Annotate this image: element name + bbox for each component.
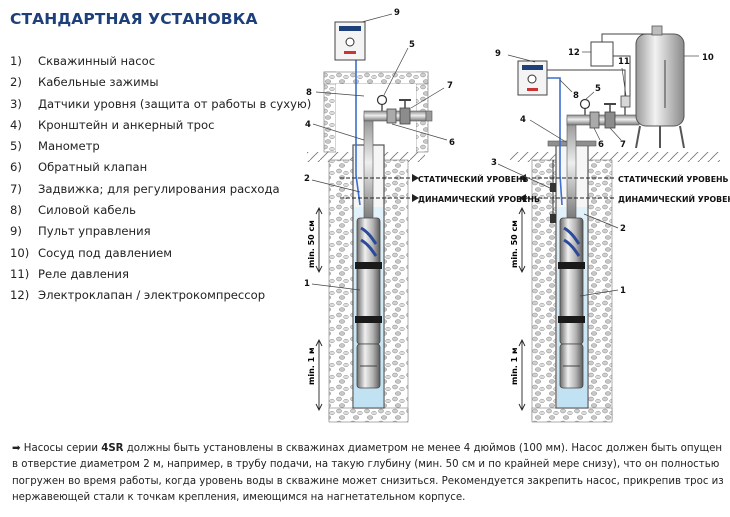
callout-5: 5 bbox=[409, 40, 415, 50]
power-cable bbox=[547, 77, 563, 206]
legend-item: 8)Силовой кабель bbox=[10, 203, 136, 218]
dimension-arrows bbox=[315, 206, 526, 412]
legend-item: 11)Реле давления bbox=[10, 266, 129, 281]
legend-item: 9)Пульт управления bbox=[10, 224, 151, 239]
leader-lines bbox=[311, 13, 699, 297]
arrow-icon: ➡ bbox=[12, 443, 21, 454]
callout-8: 8 bbox=[573, 91, 579, 101]
static-level-label-right: СТАТИЧЕСКИЙ УРОВЕНЬ bbox=[618, 175, 729, 184]
callout-4: 4 bbox=[305, 120, 311, 130]
pressure-switch-icon bbox=[620, 95, 631, 108]
gate-valve-icon bbox=[604, 111, 616, 129]
gravel-wall bbox=[328, 159, 354, 421]
callout-10: 10 bbox=[702, 53, 714, 63]
legend-item: 2)Кабельные зажимы bbox=[10, 75, 159, 90]
pressure-gauge-icon bbox=[579, 98, 591, 110]
riser-pipe bbox=[363, 114, 374, 221]
left-well bbox=[307, 21, 433, 423]
callout-4: 4 bbox=[520, 115, 526, 125]
legend-item: 10)Сосуд под давлением bbox=[10, 245, 172, 260]
gate-valve-icon bbox=[399, 107, 411, 125]
callout-7: 7 bbox=[620, 140, 626, 150]
callout-8: 8 bbox=[306, 88, 312, 98]
dynamic-level-label-left: ДИНАМИЧЕСКИЙ УРОВЕНЬ bbox=[418, 195, 540, 204]
level-sensor-icon bbox=[550, 214, 556, 223]
legend-item: 4)Кронштейн и анкерный трос bbox=[10, 117, 215, 132]
submersible-pump bbox=[559, 217, 584, 345]
page-title: СТАНДАРТНАЯ УСТАНОВКА bbox=[10, 10, 258, 28]
legend-item: 3)Датчики уровня (защита от работы в сух… bbox=[10, 96, 312, 111]
callout-6: 6 bbox=[598, 140, 604, 150]
pressure-tank-icon bbox=[635, 33, 685, 127]
callout-7: 7 bbox=[447, 81, 453, 91]
static-level-label-left: СТАТИЧЕСКИЙ УРОВЕНЬ bbox=[418, 175, 529, 184]
riser-pipe bbox=[566, 117, 577, 219]
dynamic-level-label-right: ДИНАМИЧЕСКИЙ УРОВЕНЬ bbox=[618, 195, 730, 204]
installation-note: ➡ Насосы серии 4SR должны быть установле… bbox=[12, 443, 724, 503]
callout-2: 2 bbox=[620, 224, 626, 234]
legend-item: 1)Скважинный насос bbox=[10, 54, 156, 68]
legend-item: 12)Электроклапан / электрокомпрессор bbox=[10, 288, 266, 303]
submersible-pump bbox=[356, 217, 381, 345]
pressure-gauge-icon bbox=[376, 94, 388, 106]
callout-5: 5 bbox=[595, 84, 601, 94]
min-50-label-right: min. 50 см bbox=[510, 220, 519, 268]
legend-item: 6)Обратный клапан bbox=[10, 160, 148, 175]
callout-9: 9 bbox=[394, 8, 400, 18]
check-valve-icon bbox=[386, 108, 397, 124]
min-1m-label-left: min. 1 м bbox=[307, 348, 316, 386]
callout-11: 11 bbox=[618, 57, 630, 67]
callout-3: 3 bbox=[491, 158, 497, 168]
legend-item: 7)Задвижка; для регулирования расхода bbox=[10, 181, 280, 196]
min-1m-label-right: min. 1 м bbox=[510, 348, 519, 386]
ground-surface bbox=[510, 152, 720, 162]
legend-list: 1)Скважинный насос 2)Кабельные зажимы 3)… bbox=[10, 51, 311, 307]
callout-6: 6 bbox=[449, 138, 455, 148]
level-sensor-icon bbox=[550, 183, 556, 192]
discharge-pipe bbox=[566, 114, 640, 126]
check-valve-icon bbox=[589, 111, 600, 129]
power-cable bbox=[355, 28, 361, 206]
legend-item: 5)Манометр bbox=[10, 139, 100, 154]
callout-1: 1 bbox=[620, 286, 626, 296]
electrovalve-icon bbox=[590, 41, 614, 67]
min-50-label-left: min. 50 см bbox=[307, 220, 316, 268]
right-well bbox=[510, 25, 720, 423]
callout-12: 12 bbox=[568, 48, 580, 58]
callout-9: 9 bbox=[495, 49, 501, 59]
callout-1: 1 bbox=[304, 279, 310, 289]
callout-2: 2 bbox=[304, 174, 310, 184]
